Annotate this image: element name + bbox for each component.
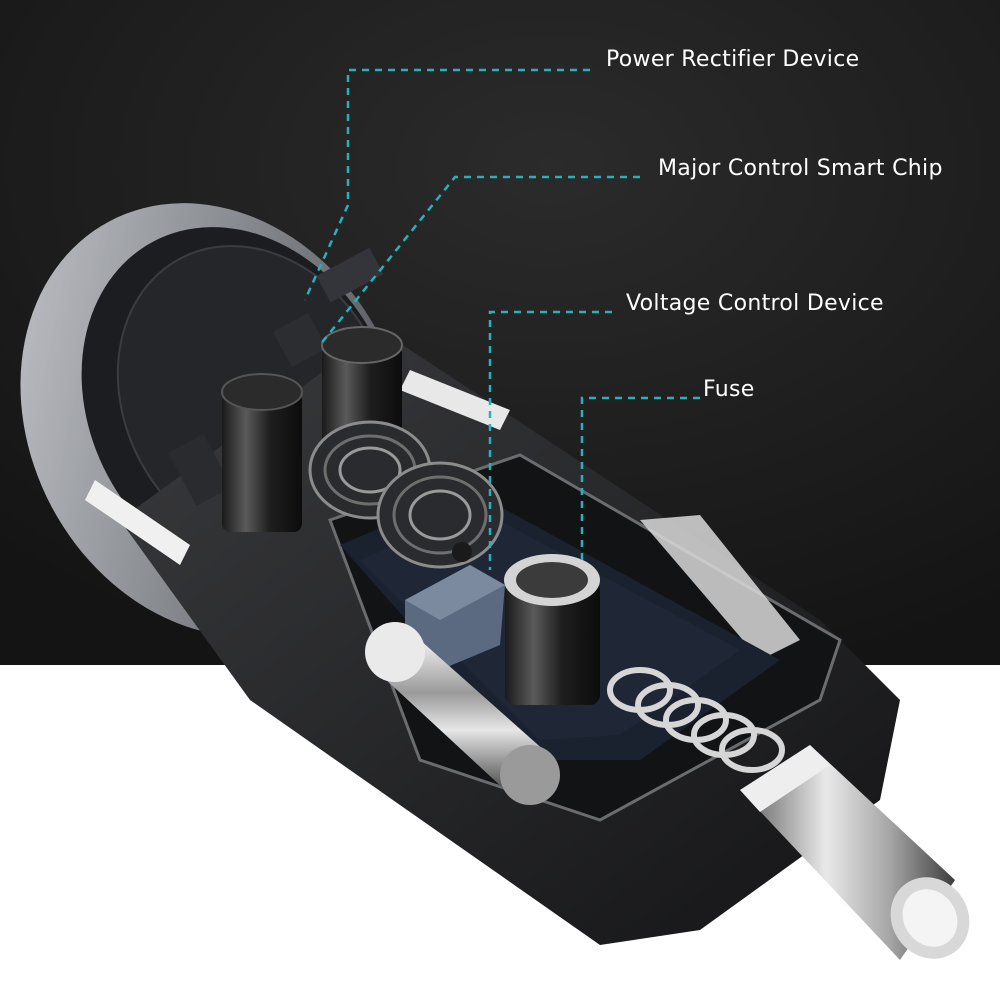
fuse-leader-line (580, 396, 700, 560)
voltage-control-block (405, 565, 505, 670)
voltage-control-leader-line (488, 310, 612, 570)
fuse-component (504, 554, 600, 705)
contact-spring (607, 667, 785, 773)
power-rectifier-leader-line (303, 68, 590, 301)
side-contact-cylinder (365, 622, 560, 805)
major-control-chip-leader-line (319, 175, 640, 346)
inductor-coil-2 (376, 461, 504, 569)
capacitor-left (221, 373, 303, 532)
interior-components (168, 247, 785, 773)
voltage-control-label: Voltage Control Device (626, 291, 884, 316)
fuse-label: Fuse (703, 377, 755, 402)
major-control-chip-label: Major Control Smart Chip (658, 156, 943, 181)
power-rectifier-label: Power Rectifier Device (606, 47, 860, 72)
centre-tip-contact (740, 745, 970, 960)
